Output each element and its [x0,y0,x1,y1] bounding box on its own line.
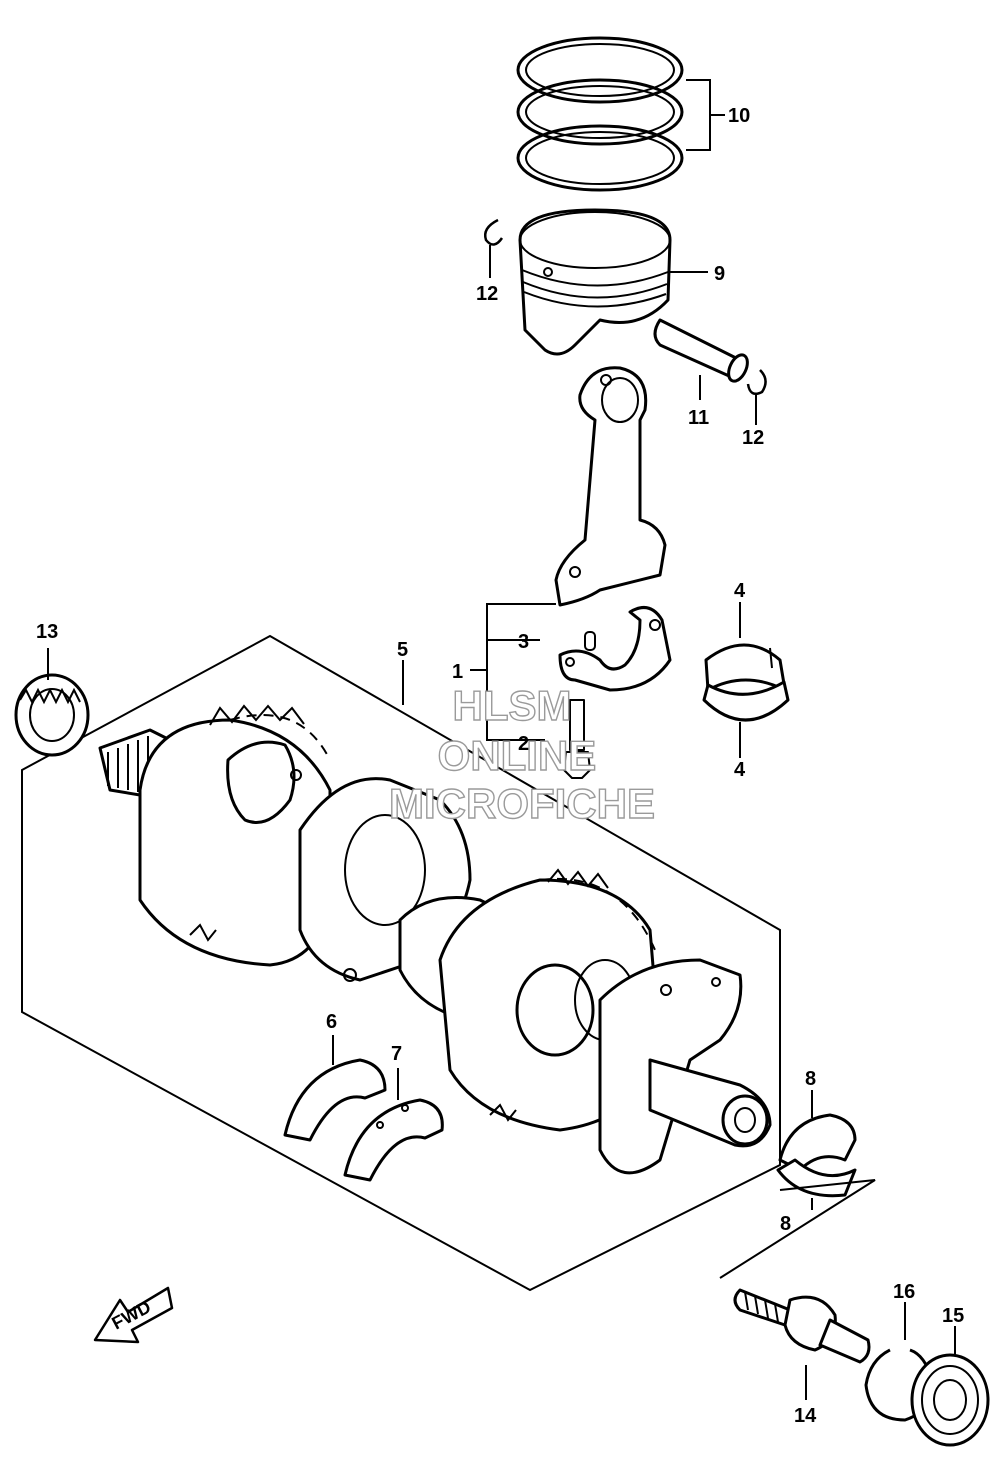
callout-5: 5 [397,639,408,661]
callout-11: 11 [688,407,709,429]
circlips [484,218,767,395]
crankshaft [98,704,772,1175]
callout-8-top: 8 [805,1068,816,1090]
callout-12-right: 12 [742,427,764,449]
callout-6: 6 [326,1011,337,1033]
callout-4-top: 4 [734,580,746,602]
callout-4-bottom: 4 [734,759,746,781]
connecting-rod [554,366,667,607]
callout-2: 2 [518,733,529,755]
watermark-line-1: HLSM [453,682,572,729]
crank-gear [14,673,90,757]
generator-bolt [733,1288,871,1364]
piston-rings [516,36,684,192]
callout-14: 14 [794,1405,817,1427]
watermark-line-2: ONLINE [438,732,597,779]
watermark: HLSM ONLINE MICROFICHE [388,681,655,827]
callout-3: 3 [518,631,529,653]
thrust-bearings [283,1058,444,1182]
callout-15: 15 [942,1305,964,1327]
piston-pin [653,318,749,383]
watermark-line-3: MICROFICHE [389,780,655,827]
dowel-pin [584,631,596,651]
main-bearings [776,1113,857,1198]
callout-labels: 10 9 12 11 12 4 4 3 1 2 5 13 6 7 8 8 16 … [36,105,964,1427]
crankshaft-assembly-frame [21,634,781,1292]
callout-13: 13 [36,621,58,643]
connecting-rod-cap [558,606,672,692]
callout-10: 10 [728,105,750,127]
oil-seal [910,1353,990,1447]
callout-1: 1 [452,661,463,683]
callout-7: 7 [391,1043,402,1065]
forward-direction-arrow: FWD [93,1286,174,1344]
callout-9: 9 [714,263,725,285]
callout-8-bottom: 8 [780,1213,791,1235]
conrod-bearings [702,643,790,722]
callout-16: 16 [893,1281,915,1303]
callout-12-left: 12 [476,283,498,305]
rod-bolt [563,699,591,779]
piston [518,208,672,356]
